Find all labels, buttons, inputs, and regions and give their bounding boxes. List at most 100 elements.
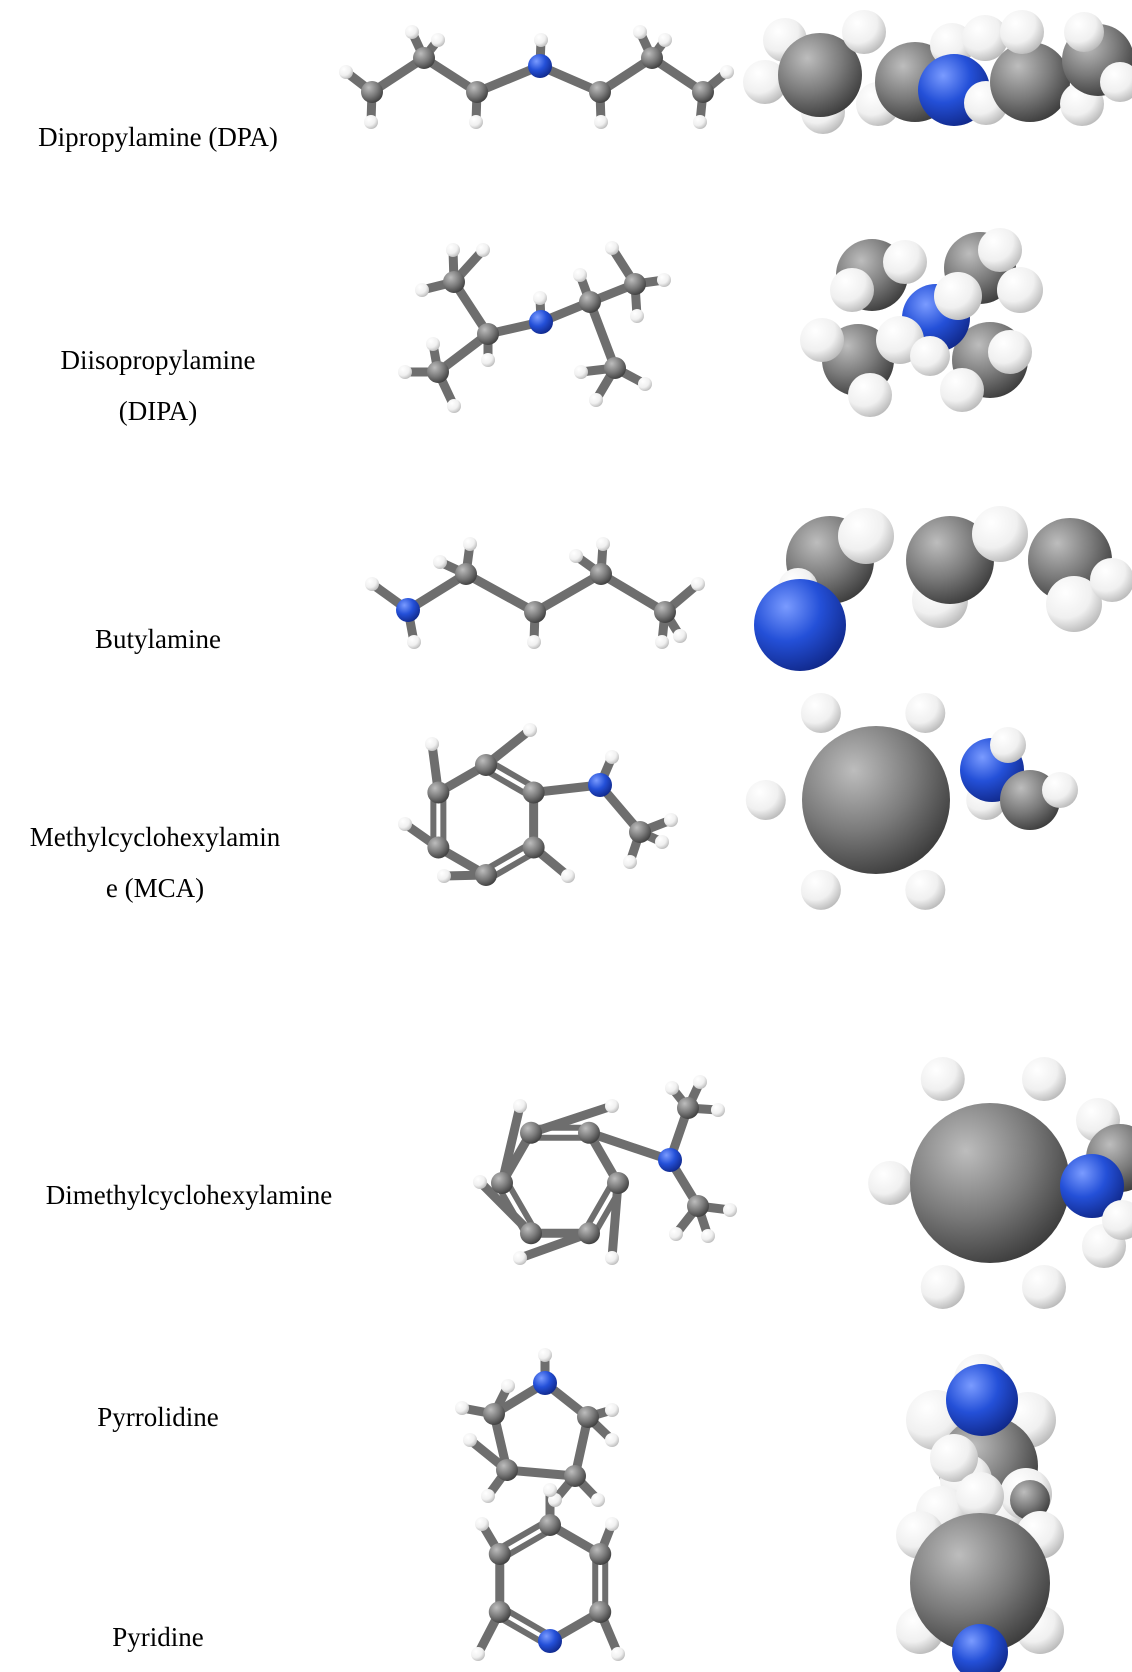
hydrogen-atom bbox=[605, 241, 619, 255]
hydrogen-atom bbox=[476, 243, 490, 257]
nitrogen-atom bbox=[396, 598, 420, 622]
space-fill-carbon-atom bbox=[990, 42, 1070, 122]
space-fill-hydrogen-atom bbox=[910, 336, 950, 376]
hydrogen-atom bbox=[605, 750, 619, 764]
space-filling-layer bbox=[743, 10, 1132, 1672]
carbon-atom bbox=[491, 1172, 513, 1194]
hydrogen-atom bbox=[469, 115, 483, 129]
space-fill-hydrogen-atom bbox=[1090, 558, 1132, 602]
space-fill-hydrogen-atom bbox=[800, 693, 841, 733]
carbon-atom bbox=[641, 47, 663, 69]
bond-line bbox=[585, 297, 620, 373]
bond-line bbox=[515, 1228, 594, 1263]
label-line: Methylcyclohexylamin bbox=[29, 822, 281, 852]
carbon-atom bbox=[522, 781, 545, 804]
hydrogen-atom bbox=[664, 813, 678, 827]
carbon-atom bbox=[522, 836, 545, 859]
hydrogen-atom bbox=[596, 537, 610, 551]
carbon-atom bbox=[427, 361, 449, 383]
bond-line bbox=[526, 1101, 617, 1138]
space-fill-hydrogen-atom bbox=[905, 869, 946, 910]
bond-line bbox=[596, 569, 670, 617]
hydrogen-atom bbox=[527, 635, 541, 649]
label-line: Pyridine bbox=[112, 1622, 204, 1652]
hydrogen-atom bbox=[605, 1403, 619, 1417]
hydrogen-atom bbox=[398, 817, 412, 831]
carbon-atom bbox=[483, 1403, 505, 1425]
label-dmca: Dimethylcyclohexylamine bbox=[14, 1170, 364, 1221]
space-fill-hydrogen-atom bbox=[934, 272, 982, 320]
space-fill-hydrogen-atom bbox=[1000, 10, 1044, 54]
space-fill-hydrogen-atom bbox=[800, 869, 841, 910]
label-line: Pyrrolidine bbox=[97, 1402, 219, 1432]
carbon-atom bbox=[427, 836, 450, 859]
carbon-atom bbox=[589, 1601, 612, 1623]
hydrogen-atom bbox=[561, 869, 575, 883]
carbon-atom bbox=[654, 601, 676, 623]
hydrogen-atom bbox=[365, 577, 379, 591]
carbon-atom bbox=[496, 1459, 518, 1481]
hydrogen-atom bbox=[574, 365, 588, 379]
space-fill-carbon-atom bbox=[906, 516, 994, 604]
carbon-atom bbox=[475, 754, 497, 776]
bond-line bbox=[475, 1177, 536, 1238]
hydrogen-atom bbox=[455, 1401, 469, 1415]
carbon-atom bbox=[488, 1601, 511, 1623]
atoms-layer bbox=[339, 25, 737, 1661]
hydrogen-atom bbox=[573, 268, 587, 282]
hydrogen-atom bbox=[513, 1251, 527, 1265]
space-fill-nitrogen-atom bbox=[952, 1624, 1008, 1672]
hydrogen-atom bbox=[669, 1227, 683, 1241]
hydrogen-atom bbox=[594, 115, 608, 129]
space-fill-carbon-atom bbox=[1010, 1480, 1050, 1520]
hydrogen-atom bbox=[591, 1493, 605, 1507]
bond-line bbox=[461, 569, 540, 617]
label-pyridine: Pyridine bbox=[8, 1612, 308, 1663]
space-fill-hydrogen-atom bbox=[988, 330, 1032, 374]
nitrogen-atom bbox=[658, 1148, 682, 1172]
hydrogen-atom bbox=[701, 1229, 715, 1243]
nitrogen-atom bbox=[529, 310, 553, 334]
space-fill-hydrogen-atom bbox=[1022, 1264, 1066, 1309]
hydrogen-atom bbox=[481, 1489, 495, 1503]
space-fill-hydrogen-atom bbox=[1046, 576, 1102, 632]
carbon-atom bbox=[607, 1172, 629, 1194]
carbon-atom bbox=[604, 357, 626, 379]
carbon-atom bbox=[427, 781, 450, 804]
hydrogen-atom bbox=[415, 283, 429, 297]
carbon-atom bbox=[578, 1121, 600, 1144]
carbon-atom bbox=[590, 563, 612, 585]
hydrogen-atom bbox=[711, 1103, 725, 1117]
carbon-atom bbox=[624, 273, 646, 295]
hydrogen-atom bbox=[407, 635, 421, 649]
carbon-atom bbox=[579, 291, 601, 313]
label-pyrrolidine: Pyrrolidine bbox=[8, 1392, 308, 1443]
carbon-atom bbox=[475, 864, 497, 886]
hydrogen-atom bbox=[523, 723, 537, 737]
hydrogen-atom bbox=[720, 65, 734, 79]
hydrogen-atom bbox=[605, 1251, 619, 1265]
carbon-atom bbox=[577, 1406, 599, 1428]
space-fill-hydrogen-atom bbox=[883, 240, 927, 284]
hydrogen-atom bbox=[513, 1099, 527, 1113]
hydrogen-atom bbox=[364, 115, 378, 129]
carbon-atom bbox=[629, 821, 651, 843]
hydrogen-atom bbox=[398, 365, 412, 379]
hydrogen-atom bbox=[446, 243, 460, 257]
nitrogen-atom bbox=[533, 1371, 557, 1395]
hydrogen-atom bbox=[447, 399, 461, 413]
space-fill-hydrogen-atom bbox=[868, 1161, 913, 1205]
bond-line bbox=[607, 1178, 623, 1263]
space-fill-hydrogen-atom bbox=[1100, 62, 1132, 102]
hydrogen-atom bbox=[481, 353, 495, 367]
space-fill-hydrogen-atom bbox=[920, 1264, 965, 1309]
hydrogen-atom bbox=[655, 635, 669, 649]
label-butylamine: Butylamine bbox=[8, 614, 308, 665]
hydrogen-atom bbox=[673, 629, 687, 643]
space-fill-hydrogen-atom bbox=[842, 10, 886, 54]
hydrogen-atom bbox=[534, 33, 548, 47]
carbon-atom bbox=[488, 1543, 511, 1565]
carbon-atom bbox=[443, 271, 465, 293]
carbon-atom bbox=[466, 81, 488, 103]
hydrogen-atom bbox=[605, 1099, 619, 1113]
